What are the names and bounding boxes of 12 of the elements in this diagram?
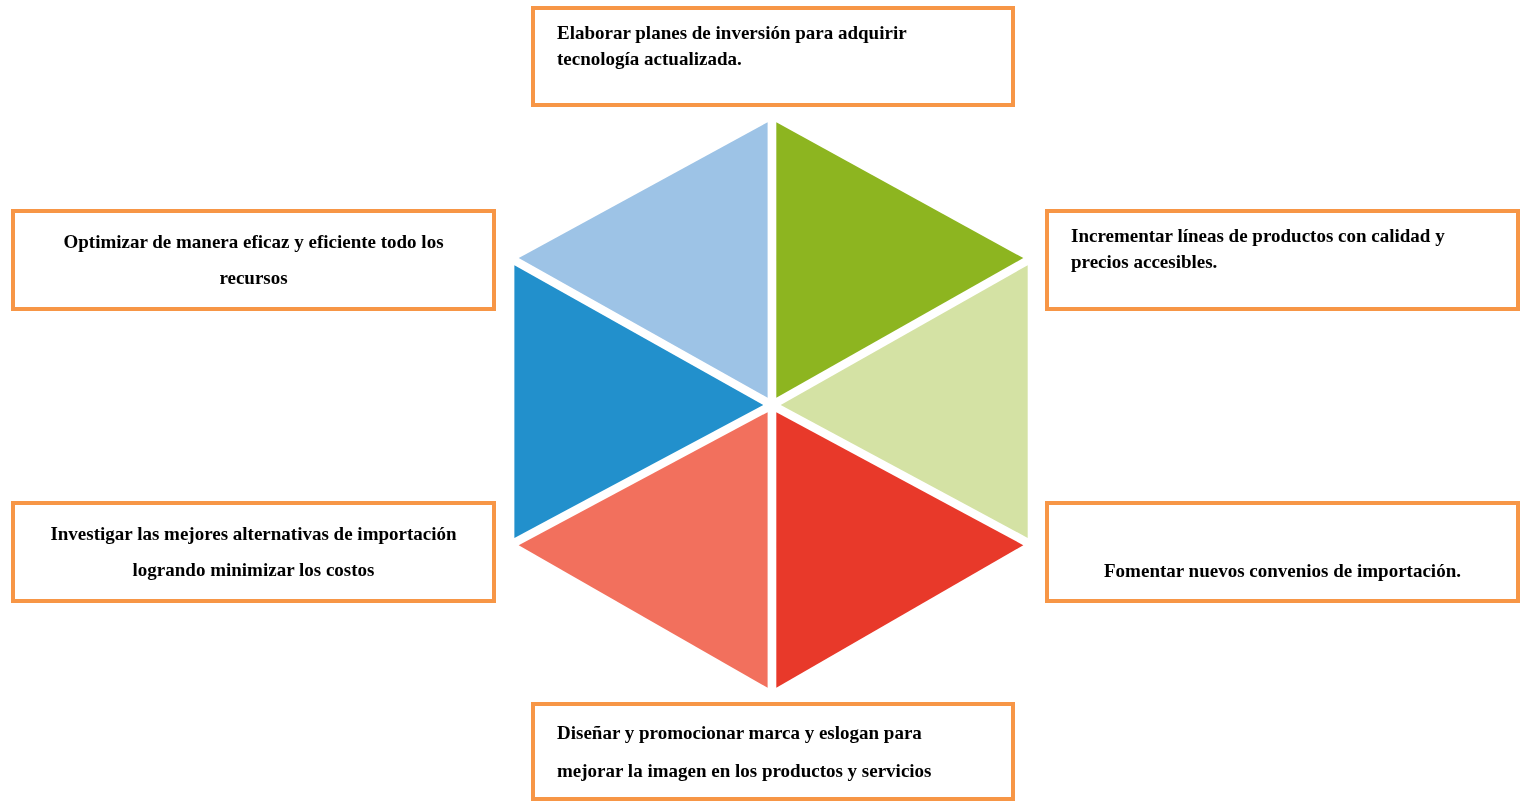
box-text: Incrementar líneas de productos con calidad y precios accesibles.: [1071, 224, 1446, 274]
box-text: Elaborar planes de inversión para adquirir tecnología actualizada.: [557, 21, 908, 71]
box-text: Optimizar de manera eficaz y eficiente todo los recursos: [62, 229, 445, 290]
text-box: [1045, 209, 1520, 311]
text-box: [531, 6, 1015, 107]
text-box: [11, 209, 496, 311]
text-box: [11, 501, 496, 603]
text-box: [531, 702, 1015, 801]
box-text: Fomentar nuevos convenios de importación.: [1103, 558, 1462, 583]
box-text: Diseñar y promocionar marca y eslogan para mejorar la imagen en los productos y servicios: [557, 720, 933, 783]
text-box: [1045, 501, 1520, 603]
box-text: Investigar las mejores alternativas de importación logrando minimizar los costos: [49, 521, 458, 582]
